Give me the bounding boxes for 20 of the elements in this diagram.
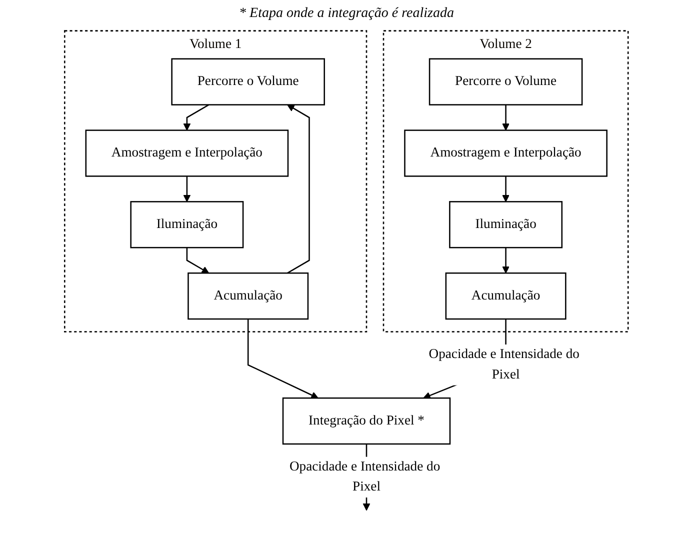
arrow: [183, 176, 191, 202]
node-box: Percorre o Volume: [171, 58, 326, 106]
node-box: Iluminação: [130, 201, 244, 248]
node-box: Amostragem e Interpolação: [85, 130, 289, 177]
arrow: [502, 248, 510, 274]
node-box: Acumulação: [445, 272, 566, 320]
node-box: Percorre o Volume: [429, 58, 583, 106]
footnote-title: * Etapa onde a integração é realizada: [238, 6, 455, 22]
arrow: [248, 319, 319, 399]
edge-label: Opacidade e Intensidade do Pixel: [428, 347, 580, 382]
node-box: Iluminação: [449, 201, 563, 248]
node-box: Integração do Pixel *: [282, 397, 451, 445]
arrow: [287, 104, 310, 274]
arrow: [183, 104, 210, 131]
arrow: [502, 176, 510, 202]
arrow: [502, 104, 510, 131]
arrow: [186, 248, 210, 274]
edge-label: Opacidade e Intensidade do Pixel: [290, 459, 440, 494]
node-box: Amostragem e Interpolação: [404, 130, 608, 177]
node-box: Acumulação: [188, 272, 309, 320]
